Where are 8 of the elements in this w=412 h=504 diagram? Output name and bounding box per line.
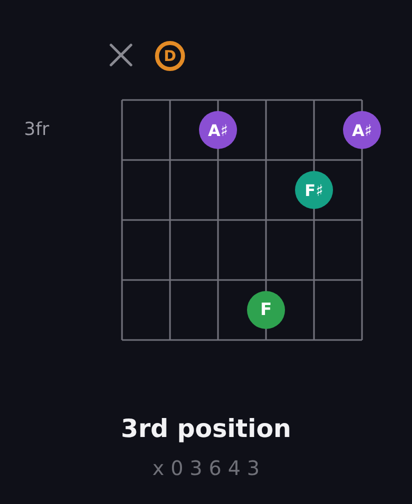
root-note-ring: D: [155, 41, 185, 71]
fret-number-label: 3fr: [24, 118, 50, 142]
fingering-text: x 0 3 6 4 3: [152, 455, 260, 481]
note-dot: F♯: [295, 171, 333, 209]
chord-title: 3rd position: [120, 413, 292, 445]
note-dot: F: [247, 291, 285, 329]
note-dot: A♯: [199, 111, 237, 149]
note-dot: A♯: [343, 111, 381, 149]
